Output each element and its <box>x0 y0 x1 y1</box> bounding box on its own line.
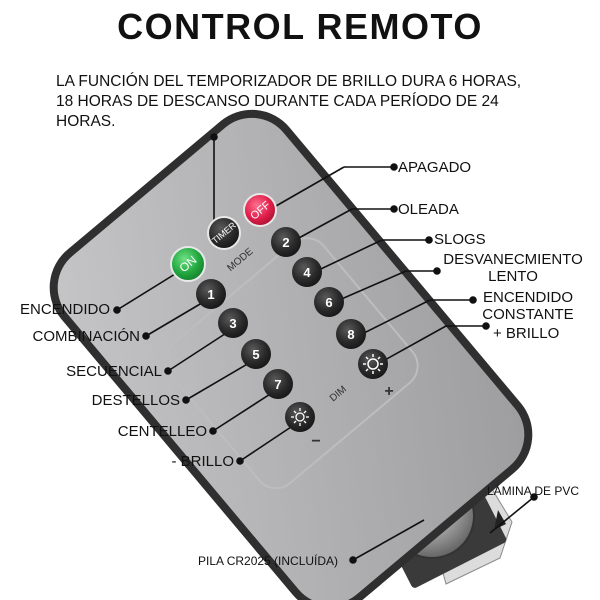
callout-desvanecimiento: DESVANECMIENTO LENTO <box>440 251 586 285</box>
callout-secuencial: SECUENCIAL <box>66 363 162 380</box>
off-button[interactable]: OFF <box>243 193 277 227</box>
callout-destellos: DESTELLOS <box>91 392 180 409</box>
description-line-1: LA FUNCIÓN DEL TEMPORIZADOR DE BRILLO DU… <box>56 73 522 90</box>
mode-8-button[interactable]: 8 <box>336 319 366 349</box>
sun-dim-icon <box>291 408 309 426</box>
callout-pila: PILA CR2025 (INCLUÍDA) <box>198 554 339 568</box>
mode-4-button[interactable]: 4 <box>292 257 322 287</box>
mode-5-label: 5 <box>252 347 259 362</box>
callout-oleada: OLEADA <box>398 201 459 218</box>
callout-encendido-constante-line-2: CONSTANTE <box>482 306 574 323</box>
minus-label: − <box>311 433 320 450</box>
callout-encendido: ENCENDIDO <box>19 301 110 318</box>
callout-slogs: SLOGS <box>434 231 486 248</box>
mode-7-label: 7 <box>274 377 281 392</box>
description-line-2: 18 HORAS DE DESCANSO DURANTE CADA PERÍOD… <box>56 93 499 110</box>
remote-buttons: ON TIMER OFF MODE 1 2 3 4 5 <box>170 193 394 450</box>
brightness-up-button[interactable] <box>358 349 388 379</box>
mode-3-label: 3 <box>229 316 236 331</box>
mode-2-label: 2 <box>282 235 289 250</box>
callout-encendido-constante-line-1: ENCENDIDO <box>482 289 573 306</box>
mode-6-label: 6 <box>325 295 332 310</box>
callout-centelleo: CENTELLEO <box>117 423 207 440</box>
mode-2-button[interactable]: 2 <box>271 227 301 257</box>
mode-1-label: 1 <box>207 287 214 302</box>
mode-7-button[interactable]: 7 <box>263 369 293 399</box>
description-line-3: HORAS. <box>56 113 116 130</box>
mode-3-button[interactable]: 3 <box>218 308 248 338</box>
mode-6-button[interactable]: 6 <box>314 287 344 317</box>
page-title: CONTROL REMOTO <box>117 6 483 47</box>
plus-label: + <box>384 383 393 400</box>
sun-icon <box>363 354 383 374</box>
mode-5-button[interactable]: 5 <box>241 339 271 369</box>
on-button[interactable]: ON <box>170 246 206 282</box>
callout-desvanecimiento-line-1: DESVANECMIENTO <box>443 251 583 268</box>
callout-encendido-constante: ENCENDIDO CONSTANTE <box>476 289 580 323</box>
remote-body <box>49 109 533 600</box>
mode-8-label: 8 <box>347 327 354 342</box>
mode-4-label: 4 <box>303 265 311 280</box>
callout-desvanecimiento-line-2: LENTO <box>488 268 538 285</box>
callout-apagado: APAGADO <box>398 159 472 176</box>
timer-button[interactable]: TIMER <box>207 216 241 250</box>
mode-1-button[interactable]: 1 <box>196 279 226 309</box>
brightness-down-button[interactable] <box>285 402 315 432</box>
callout-mas-brillo: + BRILLO <box>493 325 560 342</box>
callout-lines <box>113 133 538 564</box>
callout-lamina-pvc: LÁMINA DE PVC <box>487 484 580 498</box>
callout-combinacion: COMBINACIÓN <box>32 328 140 345</box>
callout-menos-brillo: - BRILLO <box>171 453 234 470</box>
timer-description: LA FUNCIÓN DEL TEMPORIZADOR DE BRILLO DU… <box>56 72 576 132</box>
